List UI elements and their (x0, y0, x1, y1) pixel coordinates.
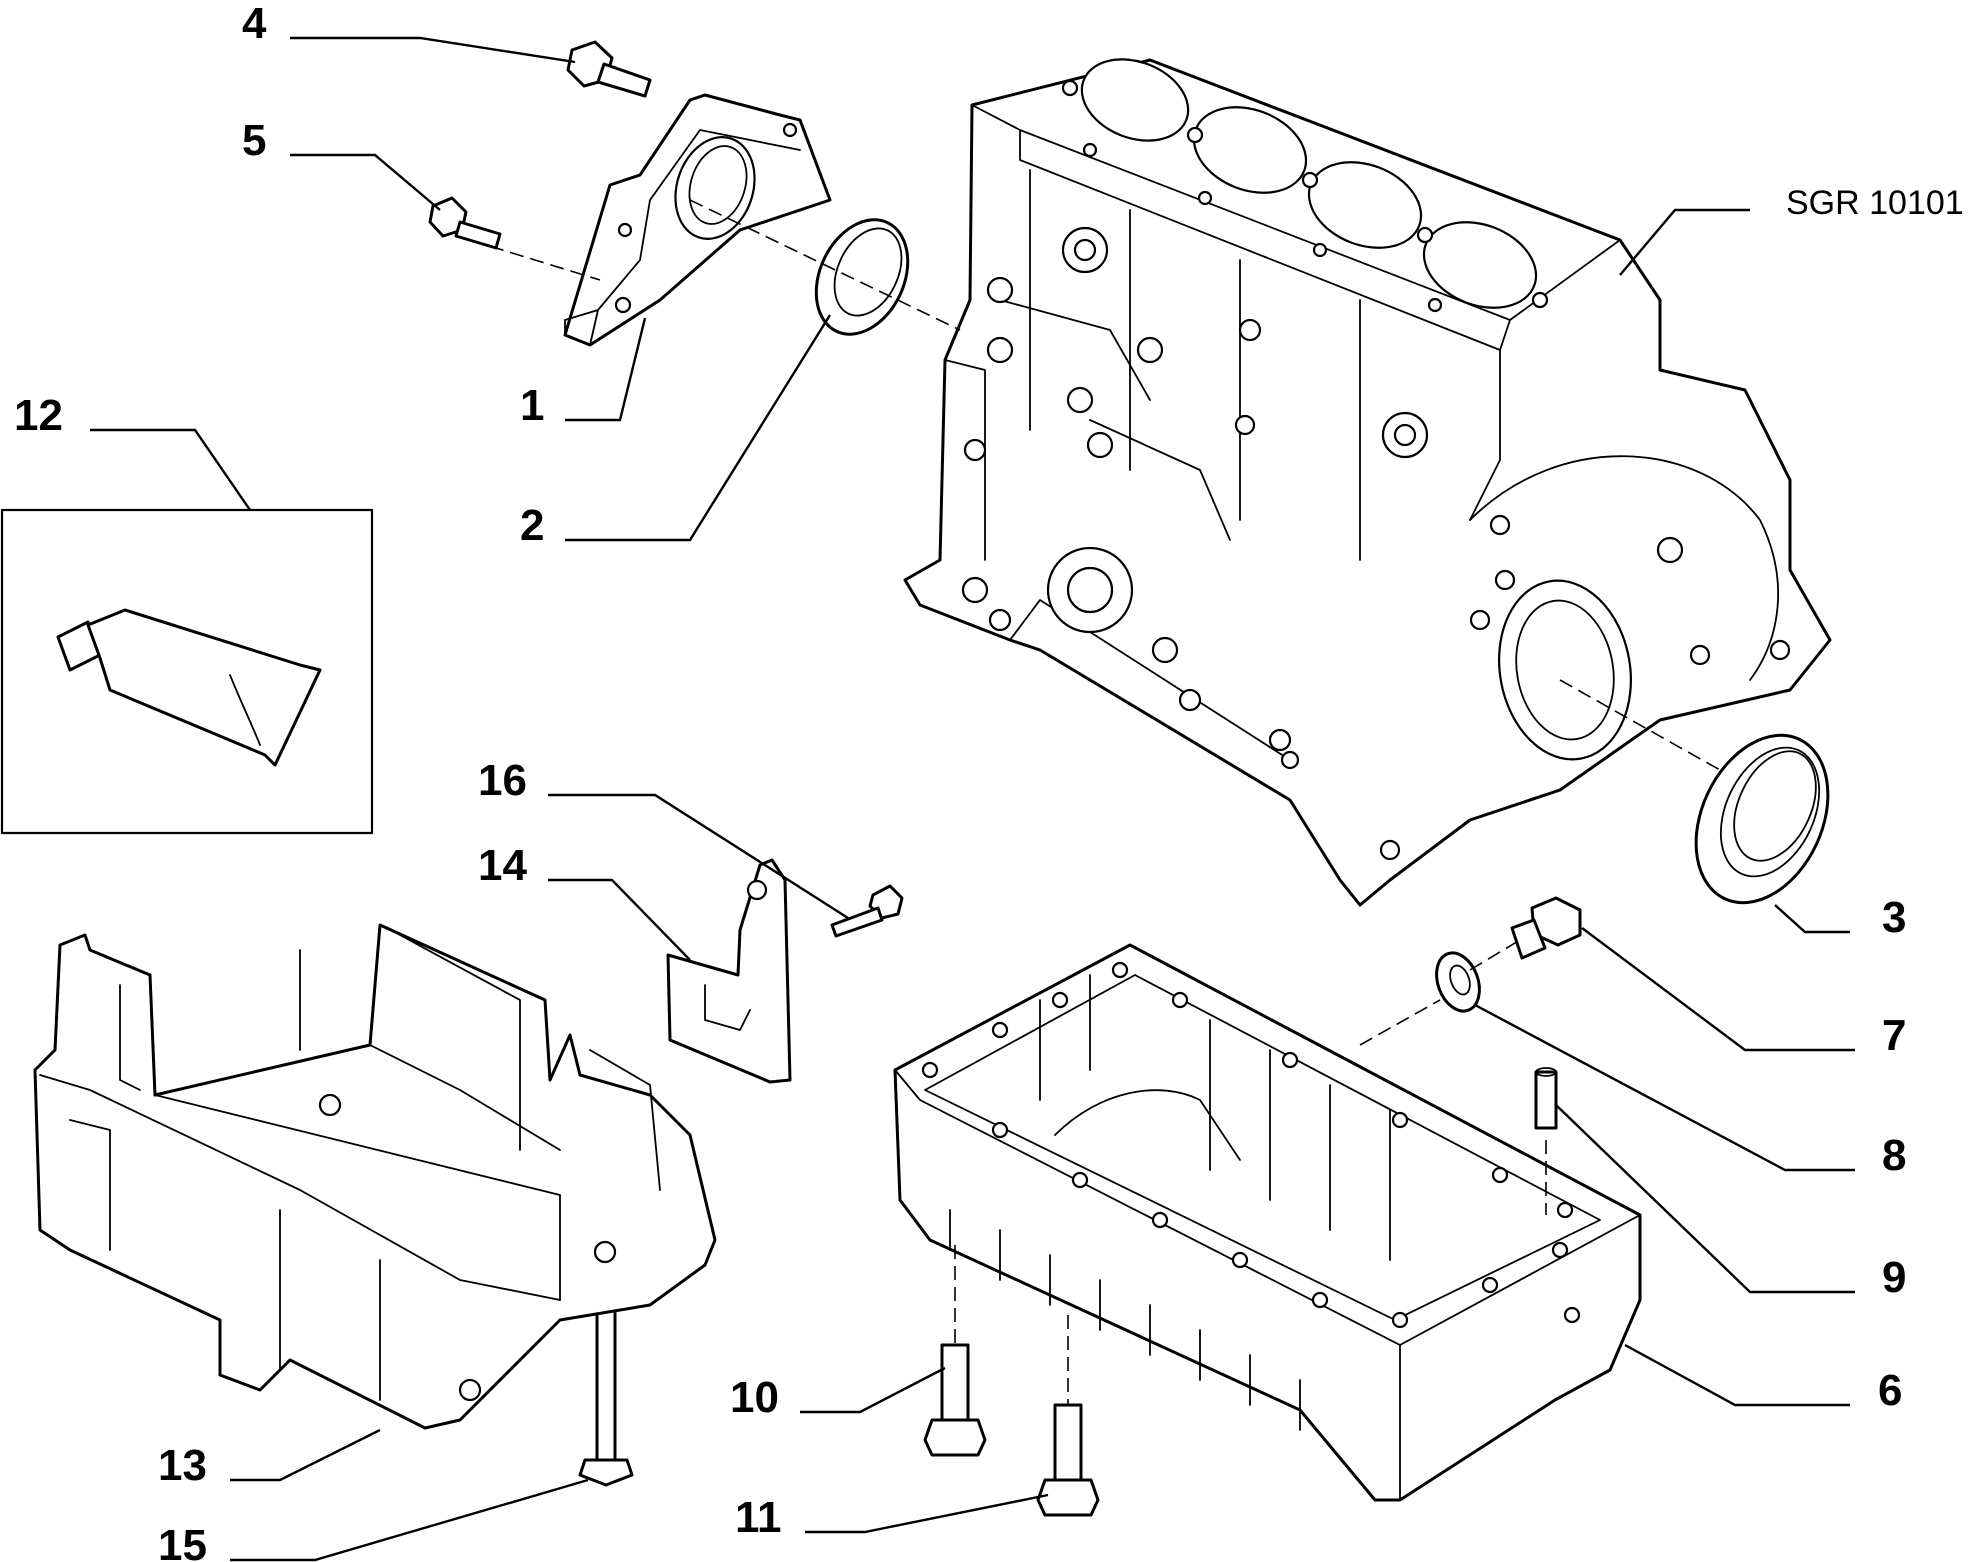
sealing-washer (1435, 951, 1481, 1013)
drain-plug (1510, 896, 1582, 960)
reference-code: SGR 10101 (1786, 184, 1964, 222)
bolt-16 (830, 884, 904, 938)
leader-lines (90, 36, 1855, 1562)
engine-splash-shield (33, 923, 717, 1430)
callout-5: 5 (242, 116, 266, 165)
dowel-pin (1534, 1067, 1558, 1130)
callout-2: 2 (520, 501, 544, 550)
bolt-4 (566, 40, 652, 98)
rear-oil-seal (1694, 733, 1830, 905)
engine-block (903, 58, 1832, 907)
callout-7: 7 (1882, 1011, 1906, 1060)
oil-pan (893, 943, 1642, 1502)
bracket (666, 858, 792, 1084)
bolt-5 (428, 196, 502, 250)
callout-13: 13 (158, 1441, 207, 1490)
callout-8: 8 (1882, 1131, 1906, 1180)
assembly-axes (469, 199, 1721, 1405)
bolt-15 (578, 1280, 634, 1487)
callout-labels: 4 5 1 2 12 16 14 13 15 10 11 3 7 8 9 6 S… (14, 0, 1964, 1562)
sealant-tube (56, 608, 322, 767)
callout-11: 11 (735, 1493, 782, 1542)
callout-3: 3 (1882, 893, 1906, 942)
callout-1: 1 (520, 381, 544, 430)
callout-9: 9 (1882, 1253, 1906, 1302)
callout-16: 16 (478, 756, 527, 805)
callout-15: 15 (158, 1521, 207, 1562)
callout-10: 10 (730, 1373, 779, 1422)
sealant-box (0, 508, 374, 835)
front-cover (563, 93, 832, 347)
callout-12: 12 (14, 391, 63, 440)
callout-4: 4 (242, 0, 267, 48)
front-oil-seal (814, 218, 910, 336)
callout-6: 6 (1878, 1366, 1902, 1415)
bolt-10 (923, 1343, 987, 1457)
bolt-11 (1036, 1403, 1100, 1517)
callout-14: 14 (478, 841, 527, 890)
